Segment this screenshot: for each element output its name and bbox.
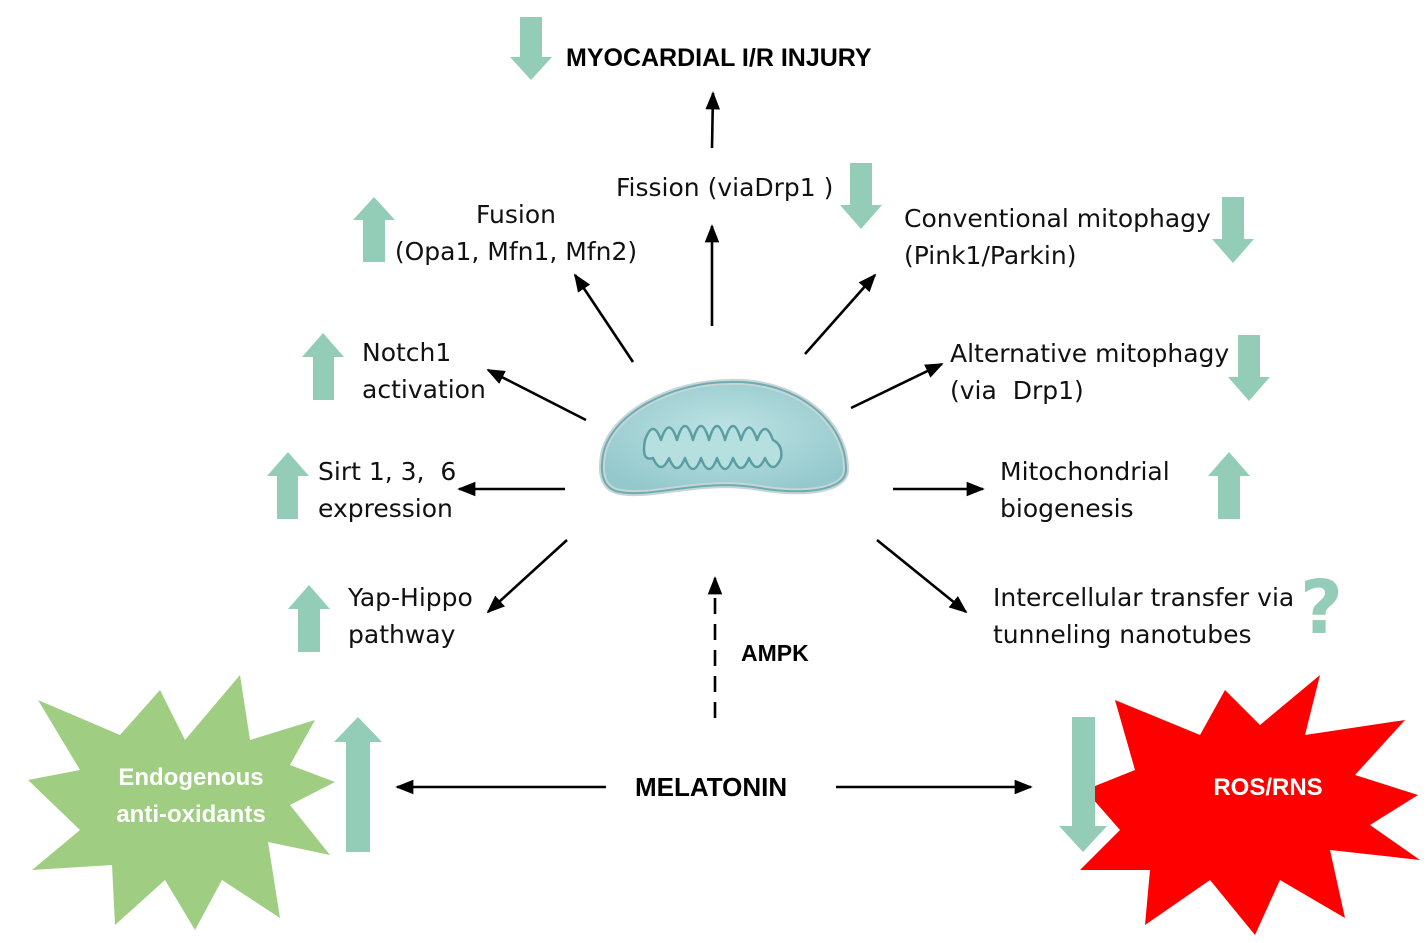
myocardial-injury-title: MYOCARDIAL I/R INJURY: [566, 44, 872, 72]
biogenesis-label: Mitochondrial biogenesis: [1000, 453, 1170, 527]
biogenesis-up-arrow: [1208, 452, 1250, 519]
conventional-line-1: Conventional mitophagy: [904, 204, 1211, 233]
arrow-to-notch: [486, 368, 587, 422]
arrow-to-injury: [705, 91, 720, 149]
arrow-to-transfer: [876, 538, 968, 614]
fission-label: Fission (viaDrp1 ): [616, 173, 834, 202]
alternative-line-1: Alternative mitophagy: [950, 339, 1230, 368]
notch-up-arrow: [302, 333, 344, 400]
fission-down-arrow: [840, 163, 882, 229]
conventional-down-arrow: [1212, 197, 1254, 263]
intercellular-transfer-label: Intercellular transfer via tunneling nan…: [993, 579, 1294, 653]
question-mark: ?: [1300, 565, 1343, 651]
notch-line-2: activation: [362, 375, 486, 404]
fusion-line-2: (Opa1, Mfn1, Mfn2): [394, 237, 638, 266]
notch-line-1: Notch1: [362, 338, 452, 367]
notch-label: Notch1 activation: [362, 334, 486, 408]
injury-down-arrow: [510, 17, 552, 80]
ros-starburst: [1080, 675, 1420, 935]
sirt-up-arrow: [267, 452, 309, 519]
arrow-to-alternative: [850, 362, 944, 410]
biogenesis-line-2: biogenesis: [1000, 494, 1134, 523]
sirt-label: Sirt 1, 3, 6 expression: [318, 453, 456, 527]
conventional-line-2: (Pink1/Parkin): [904, 241, 1077, 270]
arrow-to-conventional: [804, 273, 877, 355]
alternative-line-2: (via Drp1): [950, 376, 1084, 405]
yap-line-1: Yap-Hippo: [348, 583, 473, 612]
arrow-to-fusion: [573, 273, 635, 363]
ampk-label: AMPK: [741, 640, 809, 666]
fusion-label: Fusion (Opa1, Mfn1, Mfn2): [390, 196, 642, 270]
connector-arrows: [395, 91, 1033, 795]
antioxidants-label: Endogenous anti-oxidants: [96, 759, 286, 833]
yap-line-2: pathway: [348, 620, 456, 649]
conventional-mitophagy-label: Conventional mitophagy (Pink1/Parkin): [904, 200, 1211, 274]
antioxidants-line-2: anti-oxidants: [116, 801, 266, 828]
fusion-up-arrow: [353, 197, 395, 262]
antioxidants-line-1: Endogenous: [118, 764, 264, 791]
alternative-mitophagy-label: Alternative mitophagy (via Drp1): [950, 335, 1229, 409]
antioxidant-starburst: [28, 675, 335, 930]
melatonin-label: MELATONIN: [635, 772, 788, 802]
alternative-down-arrow: [1228, 335, 1270, 401]
arrow-to-yap: [486, 539, 568, 614]
mitochondrion-icon: [598, 378, 849, 497]
fusion-line-1: Fusion: [476, 200, 556, 229]
ros-down-arrow: [1059, 717, 1107, 852]
sirt-line-1: Sirt 1, 3, 6: [318, 457, 457, 486]
yap-hippo-label: Yap-Hippo pathway: [348, 579, 473, 653]
antioxidants-up-arrow: [334, 717, 382, 852]
transfer-line-2: tunneling nanotubes: [993, 620, 1252, 649]
indicator-arrows: [267, 17, 1270, 852]
ros-rns-label: ROS/RNS: [1213, 774, 1323, 801]
sirt-line-2: expression: [318, 494, 453, 523]
yap-up-arrow: [288, 585, 330, 652]
biogenesis-line-1: Mitochondrial: [1000, 457, 1170, 486]
transfer-line-1: Intercellular transfer via: [993, 583, 1295, 612]
